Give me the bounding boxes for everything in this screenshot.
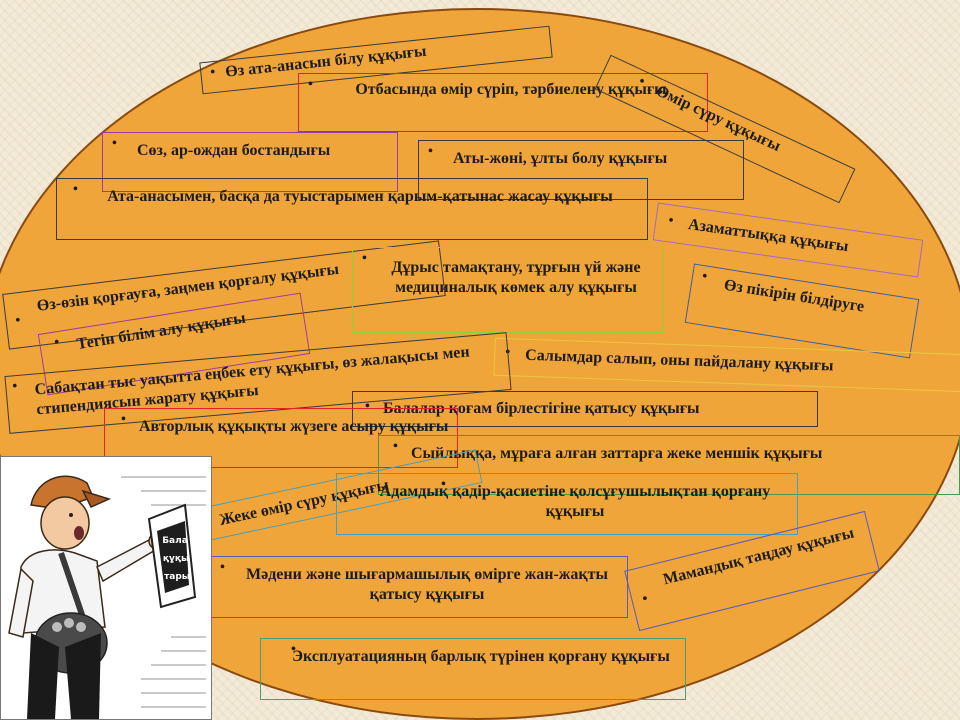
- right-box-inherited-property: • Сыйлыққа, мұраға алған заттарға жеке м…: [378, 435, 960, 495]
- sign-line: тары: [164, 572, 190, 582]
- right-text: Авторлық құқықты жүзеге асыру құқығы: [139, 418, 449, 435]
- sign-line: құқы: [163, 554, 189, 564]
- bullet-icon: •: [220, 560, 225, 575]
- right-text: Балалар қоғам бірлестігіне қатысу құқығы: [383, 400, 700, 417]
- newspaper-boy-illustration: Бала құқы тары: [0, 456, 212, 720]
- right-box-exploitation: • Эксплуатацияның барлық түрінен қорғану…: [260, 638, 686, 700]
- bullet-icon: •: [362, 251, 367, 266]
- right-text: Мәдени және шығармашылық өмірге жан-жақт…: [246, 566, 608, 603]
- right-text: Сөз, ар-ождан бостандығы: [137, 142, 331, 159]
- bullet-icon: •: [393, 439, 398, 454]
- bullet-icon: •: [14, 313, 22, 329]
- right-box-copyright: • Авторлық құқықты жүзеге асыру құқығы: [104, 408, 458, 468]
- bullet-icon: •: [365, 399, 370, 414]
- newspaper-boy-icon: Бала құқы тары: [8, 475, 206, 719]
- right-box-children-associations: • Балалар қоғам бірлестігіне қатысу құқы…: [352, 391, 818, 427]
- right-text: Дұрыс тамақтану, тұрғын үй және медицина…: [391, 259, 641, 296]
- right-text: Адамдық қадір-қасиетіне қолсұғушылықтан …: [379, 483, 771, 520]
- bullet-icon: •: [636, 73, 647, 90]
- right-text: Эксплуатацияның барлық түрінен қорғану қ…: [292, 648, 670, 665]
- bullet-icon: •: [308, 77, 313, 92]
- bullet-icon: •: [73, 182, 78, 197]
- right-box-freedom-speech: • Сөз, ар-ождан бостандығы: [102, 132, 398, 192]
- bullet-icon: •: [11, 379, 18, 395]
- bullet-icon: •: [53, 335, 61, 351]
- bullet-icon: •: [701, 269, 709, 285]
- right-text: Отбасында өмір сүріп, тәрбиелену құқығы: [355, 81, 667, 98]
- bullet-icon: •: [291, 642, 296, 657]
- right-box-family-upbringing: • Отбасында өмір сүріп, тәрбиелену құқығ…: [298, 73, 708, 132]
- bullet-icon: •: [428, 144, 433, 159]
- bullet-icon: •: [441, 477, 446, 492]
- bullet-icon: •: [209, 64, 217, 81]
- bullet-icon: •: [112, 136, 117, 151]
- bullet-icon: •: [640, 591, 650, 608]
- right-box-name-nationality: • Аты-жөні, ұлты болу құқығы: [418, 140, 744, 200]
- right-text: Ата-анасымен, басқа да туыстарымен қарым…: [107, 188, 613, 205]
- right-box-food-housing-medical: • Дұрыс тамақтану, тұрғын үй және медици…: [352, 247, 664, 333]
- bullet-icon: •: [667, 213, 675, 229]
- right-text: Сыйлыққа, мұраға алған заттарға жеке мен…: [411, 445, 823, 462]
- right-text: Аты-жөні, ұлты болу құқығы: [453, 150, 668, 167]
- right-box-contact-relatives: • Ата-анасымен, басқа да туыстарымен қар…: [56, 178, 648, 240]
- sign-line: Бала: [162, 536, 188, 546]
- bullet-icon: •: [121, 412, 126, 427]
- right-box-cultural-life: • Мәдени және шығармашылық өмірге жан-жа…: [210, 556, 628, 618]
- right-box-human-dignity: • Адамдық қадір-қасиетіне қолсұғушылықта…: [336, 473, 798, 535]
- right-text: Салымдар салып, оны пайдалану құқығы: [524, 346, 834, 375]
